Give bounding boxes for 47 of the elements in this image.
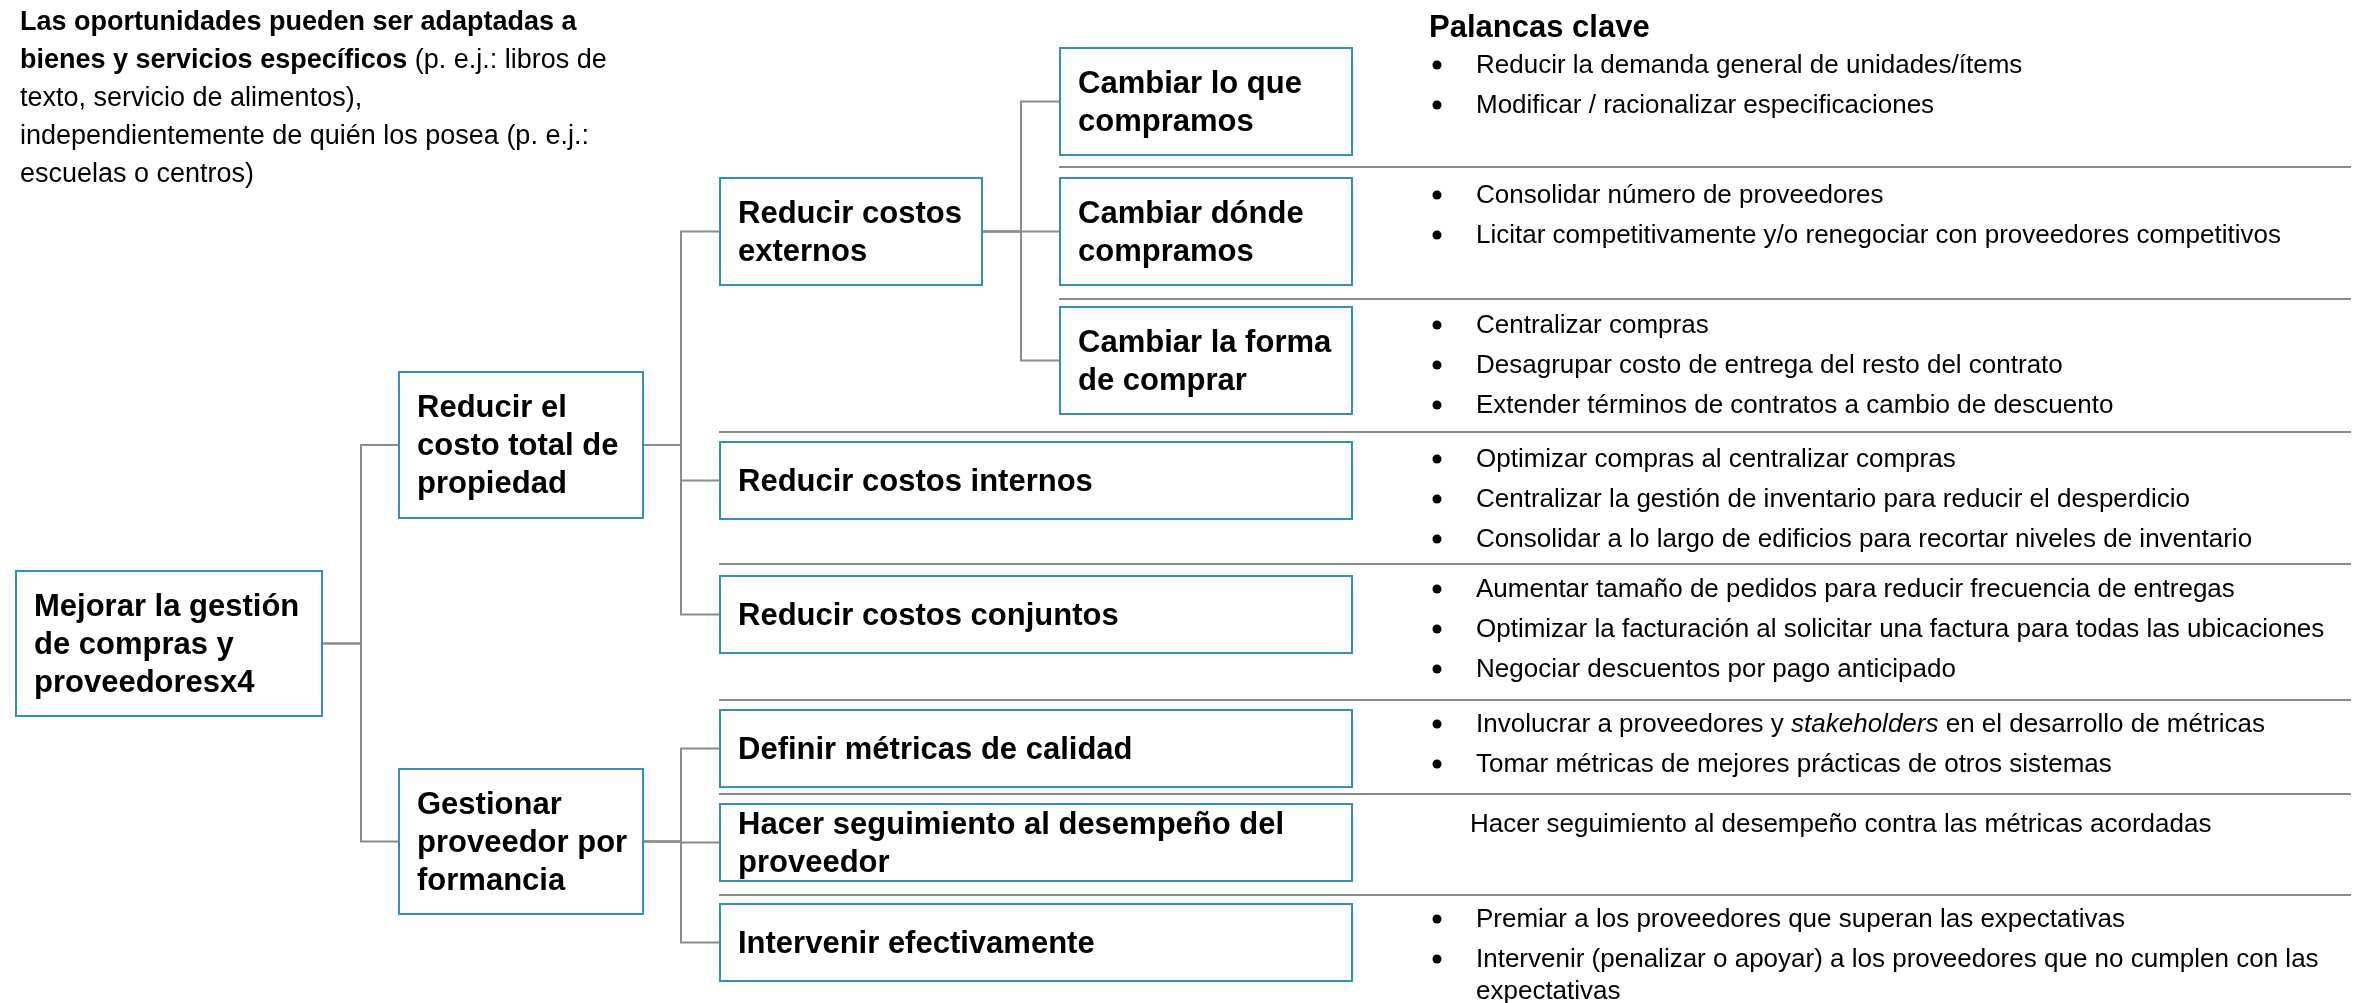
bullet-item: Centralizar compras [1476,308,1709,340]
category-box [719,903,1353,982]
connector-line [643,444,720,616]
category-label: Reducir costos conjuntos [738,595,1119,634]
bullet-item: Consolidar a lo largo de edificios para recortar niveles de inventario [1476,522,2253,554]
category-box [1059,306,1353,415]
bullet-item: Reducir la demanda general de unidades/ítems [1476,48,2023,80]
bullet-item: Premiar a los proveedores que superan las expectativas [1476,902,2125,934]
category-label: Intervenir efectivamente [738,923,1095,962]
category-label: Mejorar la gestión de compras y proveedoresx4 [34,586,301,701]
category-box [719,575,1353,654]
category-box [1059,177,1353,286]
bullet-item: Centralizar la gestión de inventario para reducir el desperdicio [1476,482,2190,514]
bullet-item: Desagrupar costo de entrega del resto del contrato [1476,348,2063,380]
connector-line [643,840,720,944]
category-box [398,371,644,519]
lever-text: Hacer seguimiento al desempeño contra las métricas acordadas [1470,807,2212,839]
bullet-item: Extender términos de contratos a cambio de descuento [1476,388,2114,420]
bullet-item: Optimizar la facturación al solicitar una factura para todas las ubicaciones [1476,612,2325,644]
connector-line [982,230,1060,362]
bullet-item: Modificar / racionalizar especificaciones [1476,88,1935,120]
connector-line [322,642,399,843]
bullet-item: Aumentar tamaño de pedidos para reducir frecuencia de entregas [1476,572,2235,604]
category-box [719,441,1353,520]
category-label: Reducir el costo total de propiedad [417,388,620,502]
category-label: Reducir costos internos [738,461,1093,500]
category-box [1059,47,1353,156]
category-box [15,570,323,717]
bullet-item: Negociar descuentos por pago anticipado [1476,652,1956,684]
category-label: Reducir costos externos [738,193,963,270]
category-box [398,768,644,915]
bullet-item: Involucrar a proveedores y stakeholders en el desarrollo de métricas [1476,707,2266,739]
category-label: Gestionar proveedor por formancia [417,784,628,899]
category-label: Hacer seguimiento al desempeño del proveedor [738,804,1286,881]
note-text: Las oportunidades pueden ser adaptadas a bienes y servicios específicos (p. e.j.: libros de texto, servicio de alimentos), independientemente de quién los posea (p. e.j.: escuelas o centros) [20,5,608,190]
category-box [719,803,1353,882]
bullet-item: Tomar métricas de mejores prácticas de otros sistemas [1476,747,2112,779]
bullet-item: Licitar competitivamente y/o renegociar con proveedores competitivos [1476,218,2281,250]
category-box [719,709,1353,788]
category-box [719,177,983,286]
category-label: Cambiar dónde compramos [1078,193,1305,270]
column-heading: Palancas clave [1429,8,1650,46]
category-label: Cambiar la forma de comprar [1078,322,1333,399]
category-label: Definir métricas de calidad [738,729,1133,768]
category-label: Cambiar lo que compramos [1078,63,1303,140]
bullet-item: Optimizar compras al centralizar compras [1476,442,1956,474]
bullet-item: Consolidar número de proveedores [1476,178,1884,210]
